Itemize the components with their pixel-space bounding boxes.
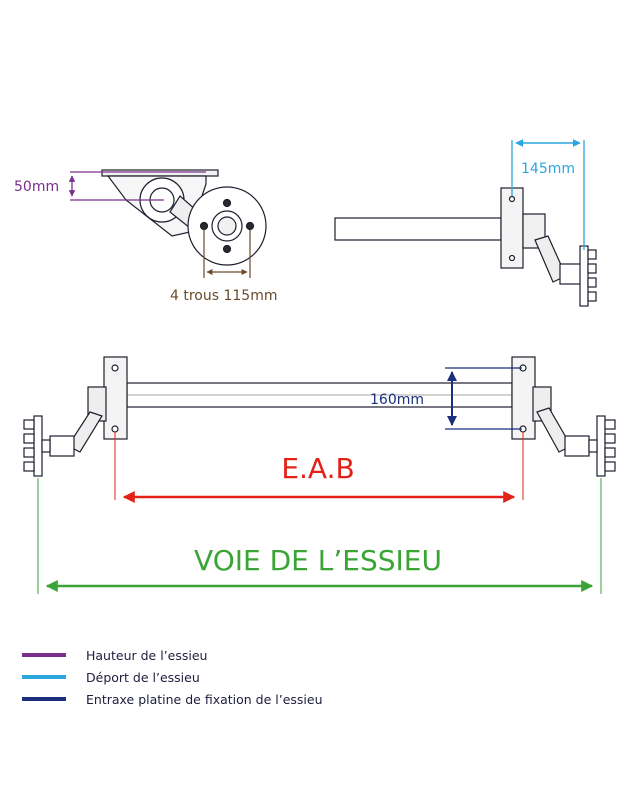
mount-spacing-dimension xyxy=(445,367,522,430)
mount-spacing-label: 160mm xyxy=(370,392,424,408)
legend-item-offset: Déport de l’essieu xyxy=(22,666,442,688)
left-swing-arm xyxy=(67,411,103,453)
right-hub-flange xyxy=(596,415,606,477)
mount-plate-side xyxy=(101,169,219,177)
stud-hole-1 xyxy=(199,221,209,231)
legend-label-height: Hauteur de l’essieu xyxy=(86,647,208,663)
height-dim-label: 50mm xyxy=(14,179,59,195)
legend-item-mount: Entraxe platine de fixation de l’essieu xyxy=(22,688,442,710)
left-hub-flange xyxy=(33,415,43,477)
legend-item-height: Hauteur de l’essieu xyxy=(22,644,442,666)
stud-hole-2 xyxy=(245,221,255,231)
eab-dimension xyxy=(114,432,524,503)
stud-hole-3 xyxy=(222,198,232,208)
legend-label-offset: Déport de l’essieu xyxy=(86,669,200,685)
side-view-hub xyxy=(101,169,267,266)
offset-dim-label: 145mm xyxy=(521,161,575,177)
track-label: VOIE DE L’ESSIEU xyxy=(194,544,442,577)
stud-hole-4 xyxy=(222,244,232,254)
bolt-pattern-label: 4 trous 115mm xyxy=(170,288,277,304)
legend-swatch-offset xyxy=(22,675,66,679)
hub-flange-top xyxy=(579,245,589,307)
hub-cap xyxy=(217,216,237,236)
legend-swatch-mount xyxy=(22,697,66,701)
eab-label: E.A.B xyxy=(281,452,354,485)
axle-tube-top xyxy=(334,217,502,241)
legend: Hauteur de l’essieu Déport de l’essieu E… xyxy=(22,644,442,710)
offset-dimension xyxy=(511,139,585,250)
hub-top xyxy=(559,263,583,285)
bolt-pattern-dimension xyxy=(203,230,251,278)
track-dimension xyxy=(37,478,602,594)
height-dimension xyxy=(68,171,206,201)
legend-label-mount: Entraxe platine de fixation de l’essieu xyxy=(86,691,323,707)
top-view-axle xyxy=(334,187,597,307)
legend-swatch-height xyxy=(22,653,66,657)
